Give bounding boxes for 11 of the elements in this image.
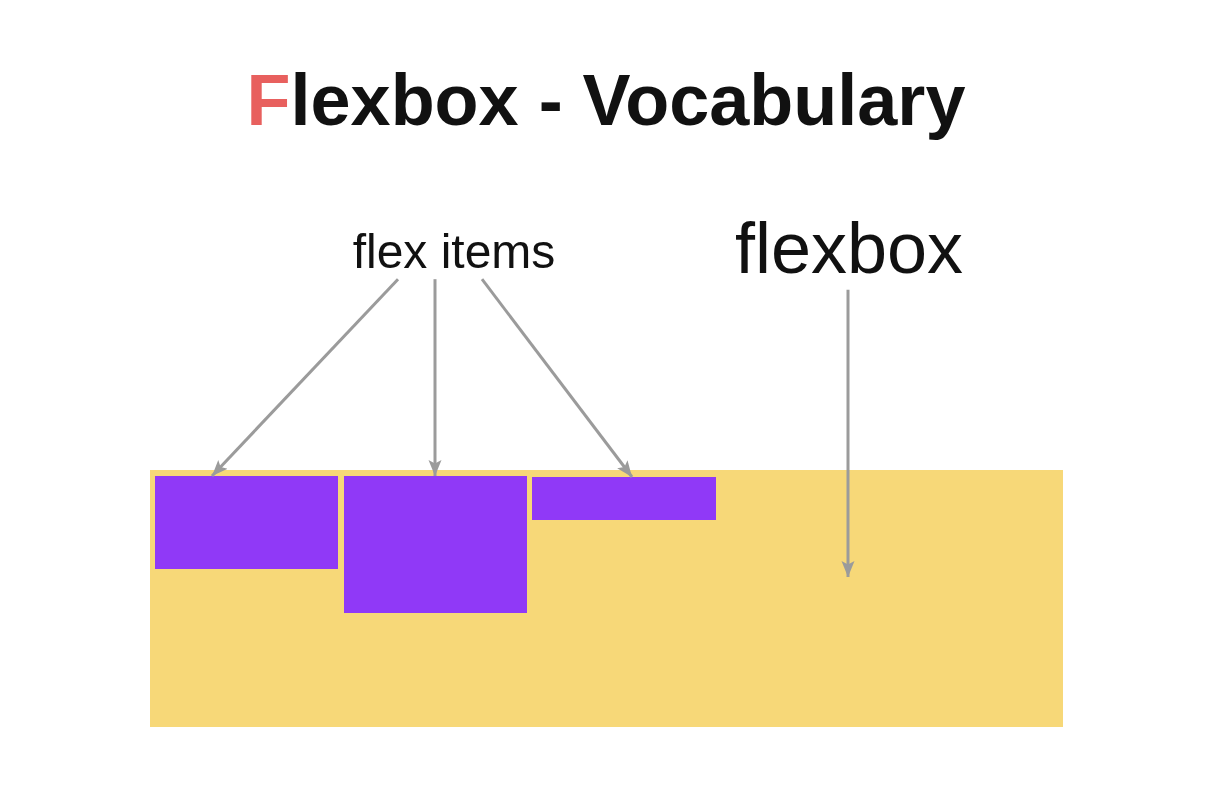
item-rectangle	[155, 476, 338, 569]
leader-arrow	[428, 279, 442, 476]
item-rectangle	[532, 477, 716, 520]
callout-text: flex items	[352, 224, 556, 280]
title: Flexbox - Vocabulary	[246, 59, 966, 142]
item-rectangle	[344, 476, 527, 613]
leader-arrow	[841, 289, 855, 577]
container-rectangle	[150, 470, 1063, 727]
leader-arrow	[210, 278, 400, 478]
callout-text: flexbox	[734, 207, 964, 290]
leader-arrow	[480, 278, 634, 478]
